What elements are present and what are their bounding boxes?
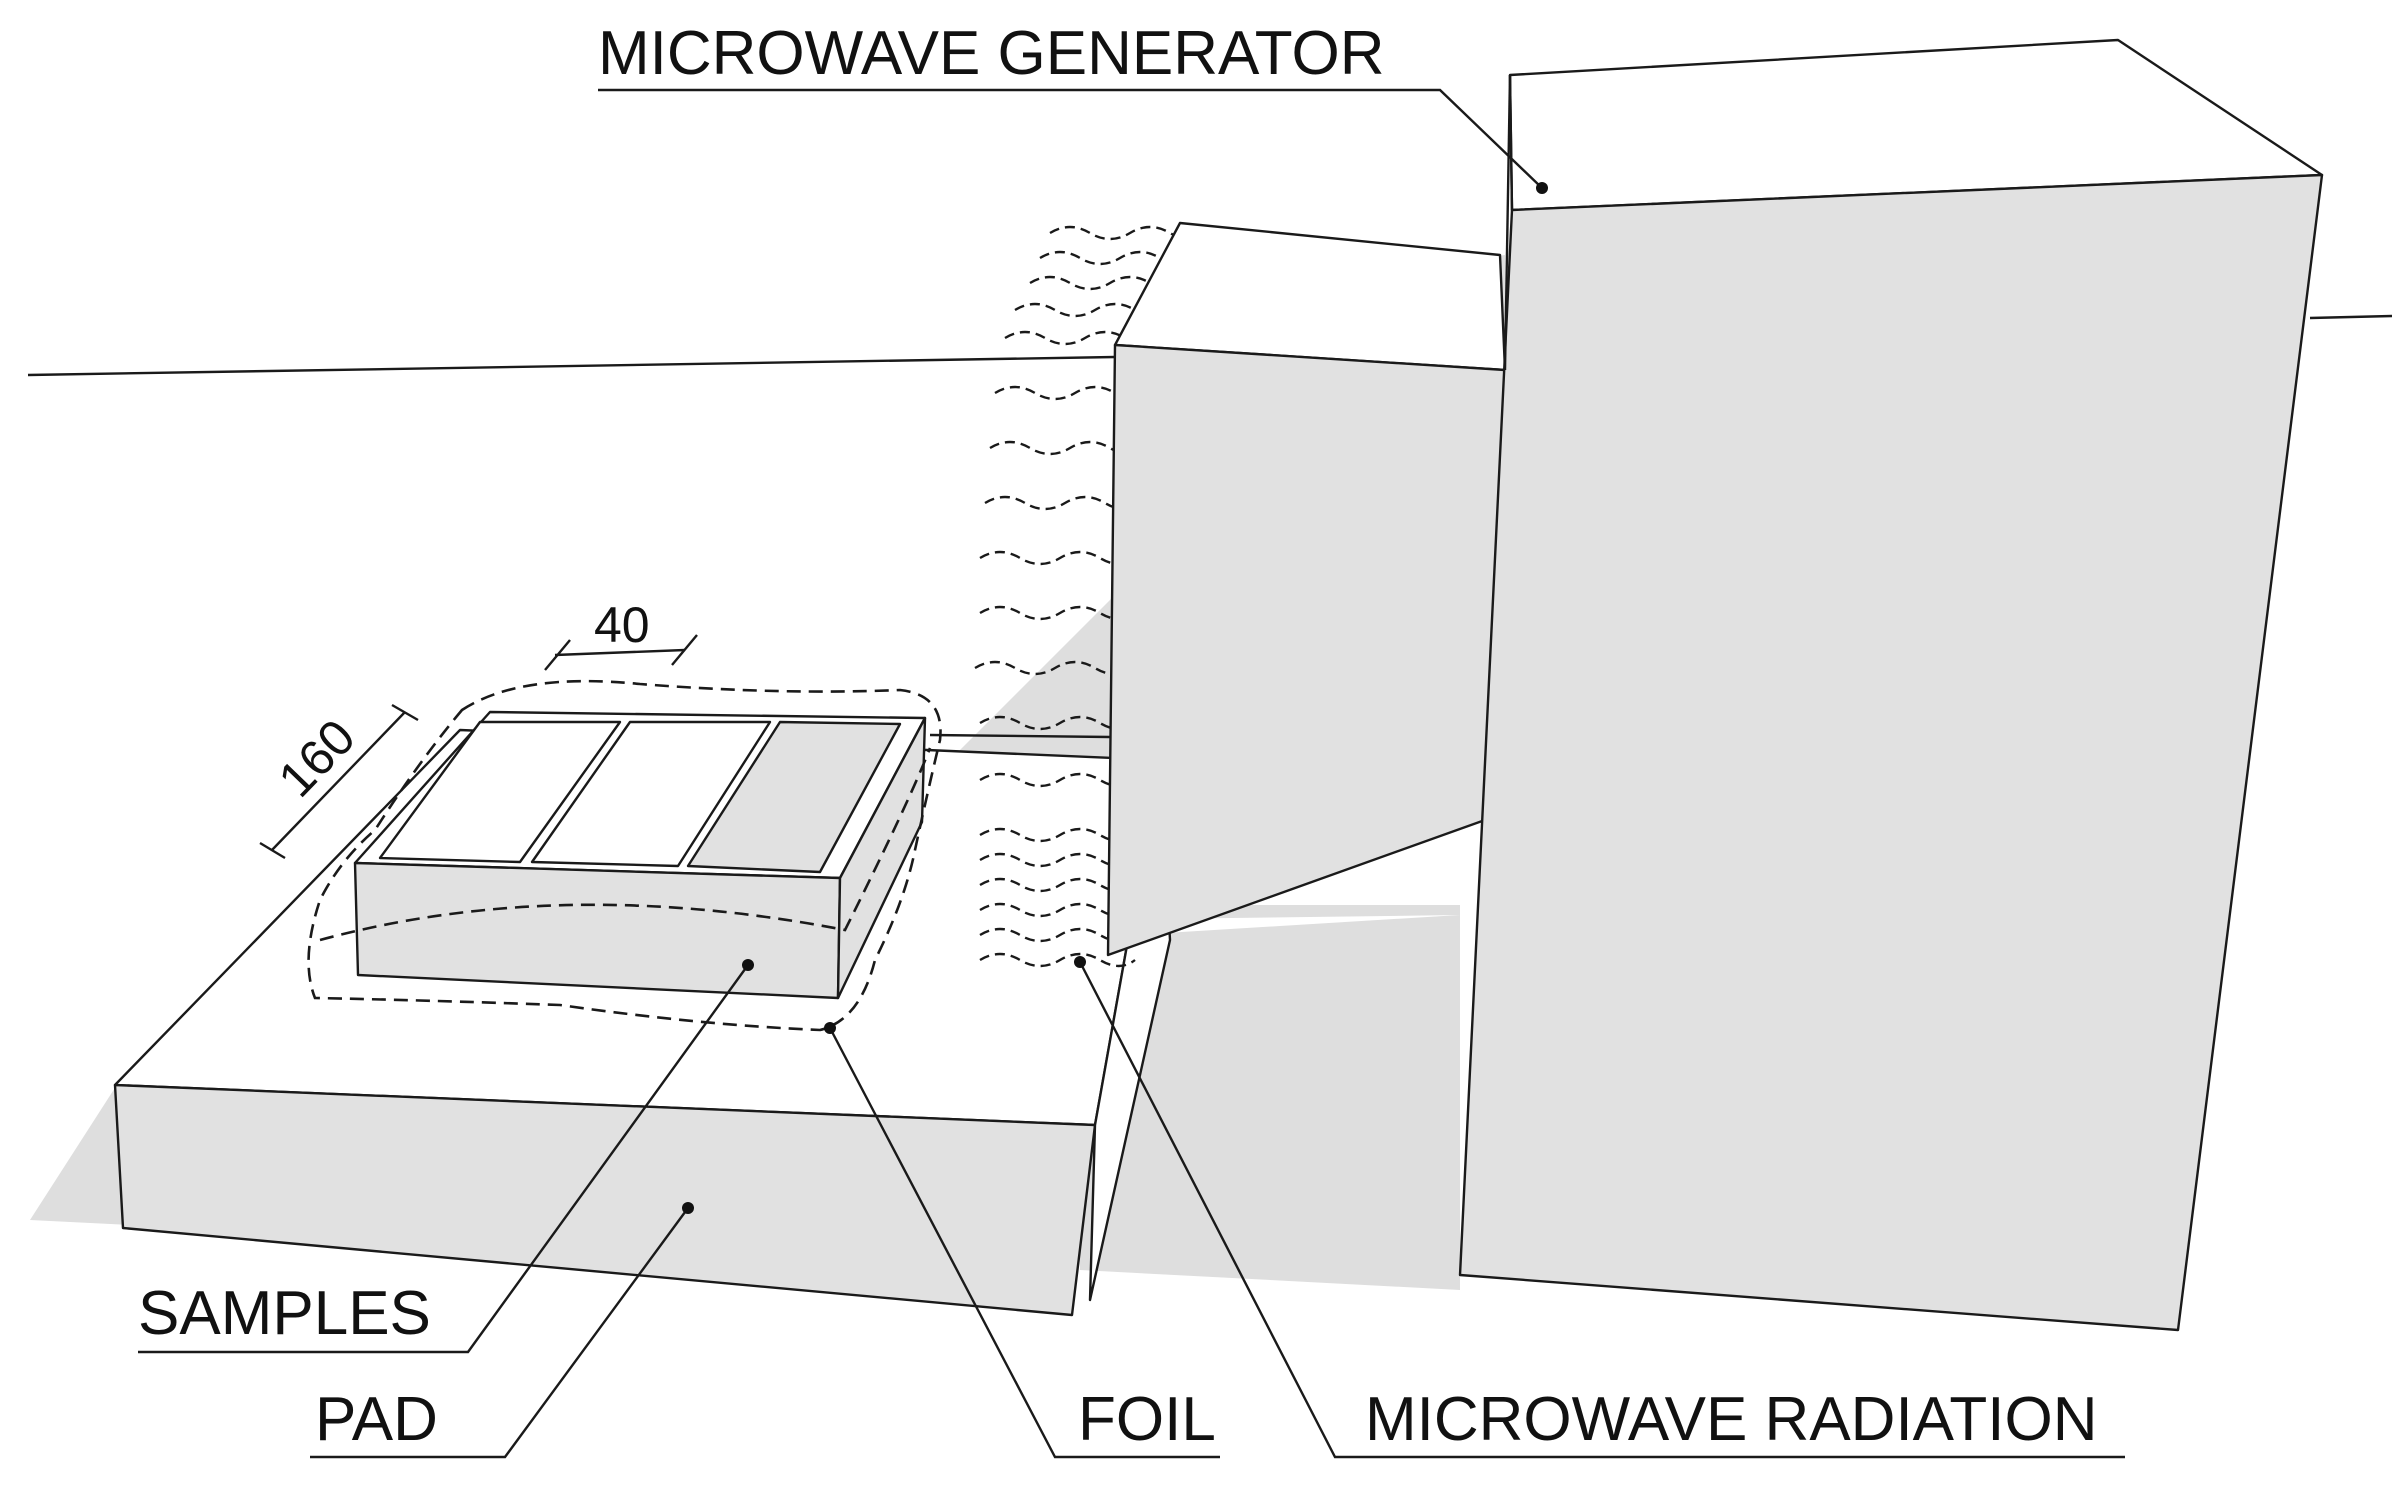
dot-pad — [682, 1202, 694, 1214]
wave-13 — [979, 772, 1136, 788]
generator-back-left-edge — [1503, 74, 1512, 371]
wave-12 — [979, 715, 1136, 731]
wave-4 — [1014, 302, 1136, 318]
horn-to-sample-line — [929, 733, 1111, 739]
wave-18 — [979, 927, 1136, 943]
label-microwave-radiation: MICROWAVE RADIATION — [1365, 1385, 2098, 1454]
wave-16 — [979, 877, 1136, 893]
wave-2 — [1039, 250, 1201, 266]
dimension-160-line — [271, 711, 406, 851]
wave-3 — [1029, 275, 1151, 291]
pad-front-face — [113, 1083, 1097, 1317]
leader-pad — [310, 1207, 689, 1459]
wave-14 — [979, 827, 1136, 843]
microwave-horn — [929, 221, 1507, 957]
sample-slot-1 — [378, 720, 622, 864]
microwave-generator — [1458, 38, 2324, 1332]
dimension-160-tick-top — [391, 703, 419, 722]
wave-19 — [979, 952, 1136, 968]
horizon-line-right — [2309, 314, 2393, 320]
foil-outline — [307, 679, 942, 1032]
sample-slot-3 — [686, 720, 902, 874]
dimension-40-text: 40 — [594, 597, 650, 653]
leader-microwave-radiation — [1078, 961, 2125, 1459]
dot-samples — [742, 959, 754, 971]
wave-9 — [979, 550, 1136, 566]
dot-microwave-generator — [1536, 182, 1548, 194]
dimension-40-tick-right — [671, 634, 698, 666]
leader-lines — [138, 88, 2125, 1459]
label-foil: FOIL — [1078, 1385, 1216, 1454]
dimension-160-tick-bottom — [259, 841, 286, 860]
label-samples: SAMPLES — [138, 1279, 431, 1348]
leader-samples — [138, 964, 749, 1354]
sample-slot-2 — [530, 720, 772, 868]
dimension-40-tick-left — [544, 639, 571, 671]
wave-10 — [979, 605, 1136, 621]
pad-shadow — [30, 1080, 130, 1225]
wave-7 — [989, 440, 1141, 456]
wave-17 — [979, 902, 1136, 918]
wave-8 — [984, 495, 1141, 511]
wave-11 — [974, 660, 1131, 676]
wave-6 — [994, 385, 1146, 401]
horizon-line-left — [27, 355, 1116, 377]
wave-15 — [979, 852, 1136, 868]
generator-front-face — [1458, 173, 2324, 1332]
microwave-radiation-waves — [974, 225, 1211, 968]
horn-side-face — [1106, 343, 1507, 957]
foil-inner-line — [319, 747, 932, 942]
samples-front-face — [353, 861, 842, 1000]
leader-microwave-generator — [598, 88, 1543, 189]
dot-microwave-radiation — [1074, 956, 1086, 968]
label-pad: PAD — [315, 1385, 438, 1454]
dimension-160-text: 160 — [268, 709, 366, 808]
wave-1 — [1049, 225, 1211, 241]
samples-block — [353, 710, 927, 1000]
dimension-40-line — [554, 648, 686, 657]
wave-5 — [1004, 330, 1156, 346]
dot-foil — [824, 1022, 836, 1034]
dimension-40: 40 — [544, 597, 698, 671]
label-microwave-generator: MICROWAVE GENERATOR — [598, 19, 1385, 88]
leader-foil — [828, 1027, 1220, 1459]
